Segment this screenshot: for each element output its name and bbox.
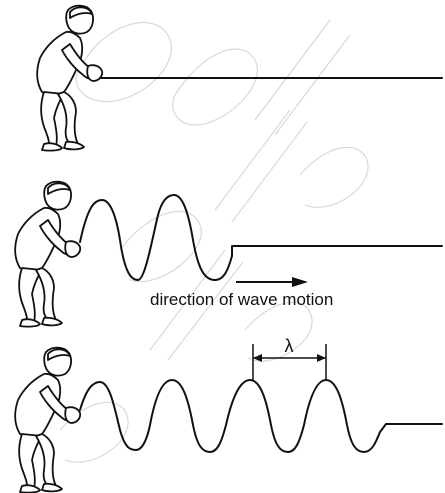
person-shoe-back xyxy=(42,143,62,150)
person-shoe-front xyxy=(42,318,62,326)
person-figure-2 xyxy=(15,182,80,327)
rope-wave-four-crests xyxy=(80,380,442,452)
person-figure-3 xyxy=(15,348,80,493)
person-shoe-front xyxy=(64,142,84,150)
wavelength-right-arrow-icon xyxy=(317,354,326,362)
arrowhead-icon xyxy=(292,277,308,287)
person-leg-front xyxy=(58,92,78,144)
person-figure-1 xyxy=(37,6,102,151)
person-leg-front xyxy=(36,434,56,486)
person-shoe-back xyxy=(20,485,40,492)
wavelength-label: λ xyxy=(285,336,294,356)
person-leg-front xyxy=(36,268,56,320)
person-shoe-back xyxy=(20,319,40,326)
person-hand xyxy=(65,241,80,257)
person-shoe-front xyxy=(42,484,62,492)
wave-direction-arrow xyxy=(236,277,308,287)
wave-direction-caption: direction of wave motion xyxy=(150,290,333,309)
person-hand xyxy=(65,407,80,423)
watermark xyxy=(60,20,368,462)
rope-wave-two-crests xyxy=(80,195,442,280)
